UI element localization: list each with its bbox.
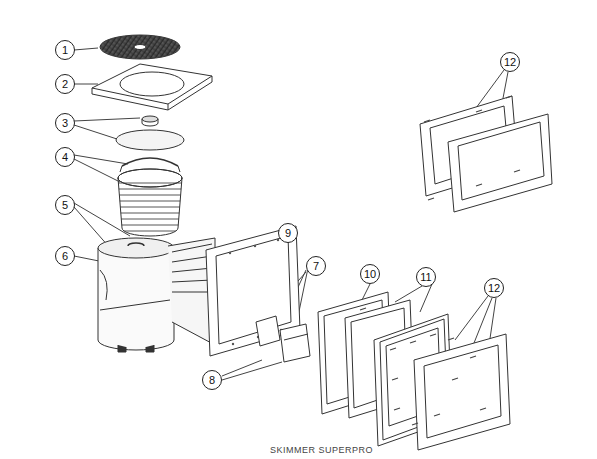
callout-number: 9 xyxy=(278,223,298,243)
callout-number: 1 xyxy=(55,40,75,60)
callout-number: 5 xyxy=(55,195,75,215)
callout-number: 10 xyxy=(360,264,380,284)
callout-number: 2 xyxy=(55,74,75,94)
caption: SKIMMER SUPERPRO xyxy=(270,445,373,455)
callout-number: 6 xyxy=(55,246,75,266)
callout-number: 12 xyxy=(484,278,504,298)
callout-number: 8 xyxy=(202,370,222,390)
callout-number: 12 xyxy=(500,52,520,72)
callout-number: 3 xyxy=(55,113,75,133)
callout-number: 4 xyxy=(55,147,75,167)
callout-number: 7 xyxy=(306,256,326,276)
callout-number: 11 xyxy=(416,267,436,287)
